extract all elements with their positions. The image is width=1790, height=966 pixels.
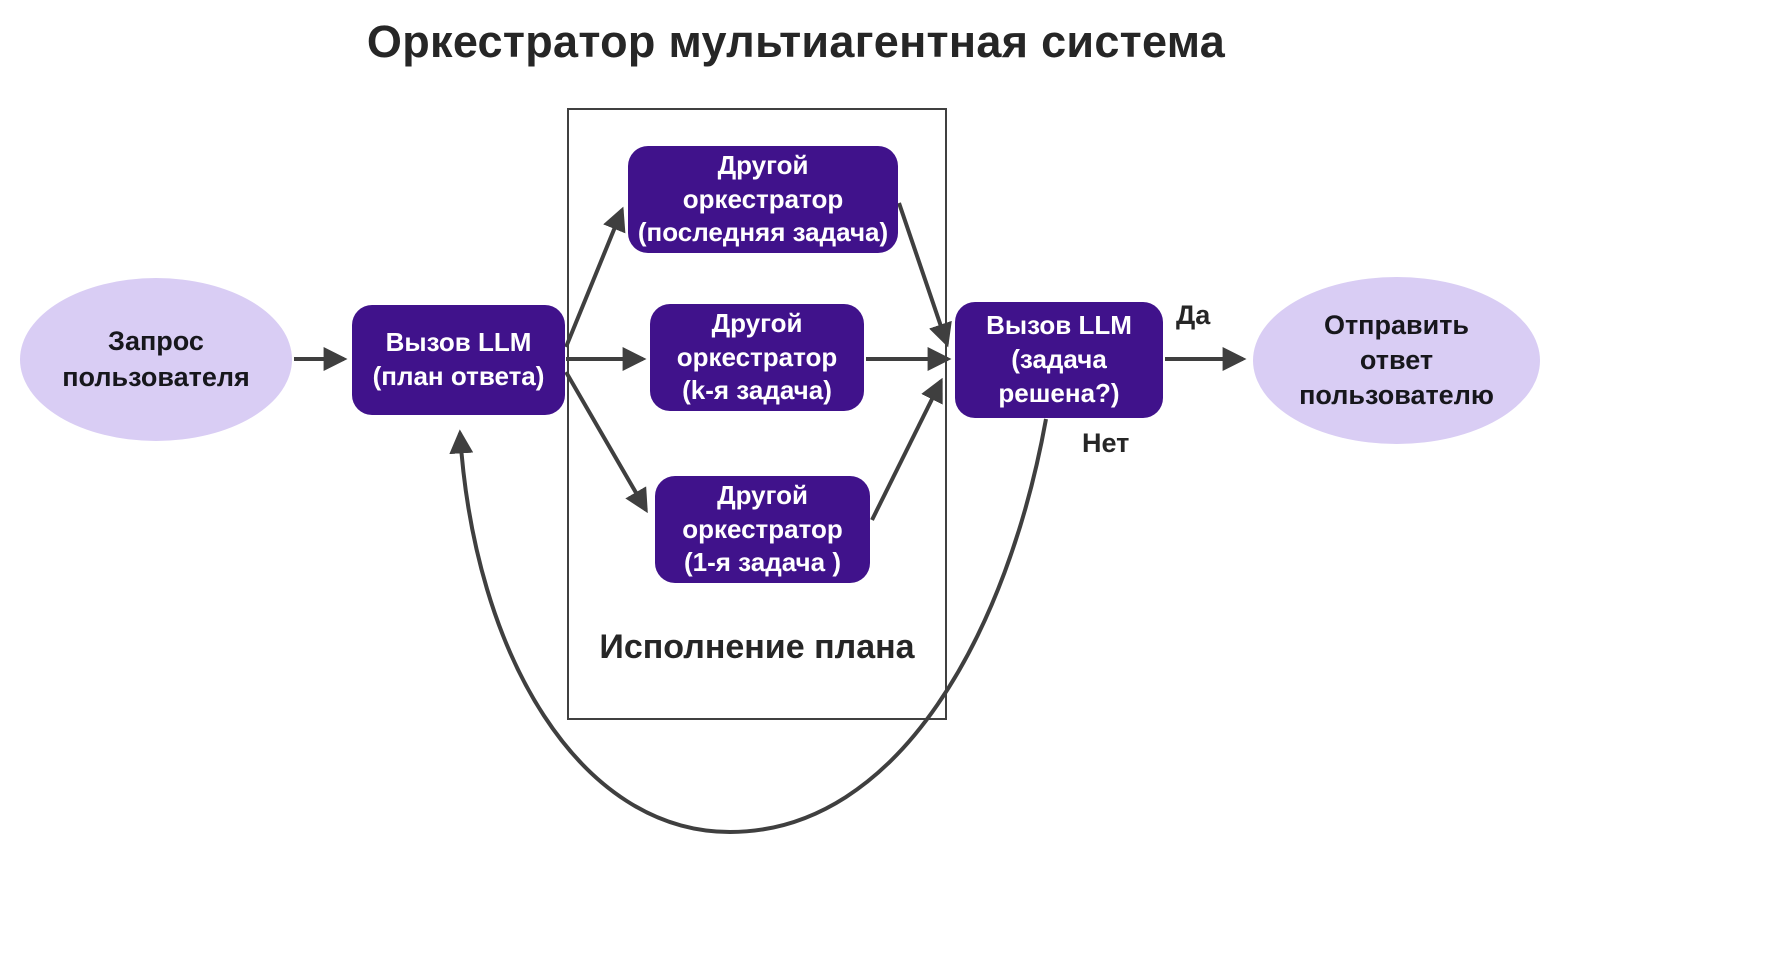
- node-orchestrator-last-task: Другой оркестратор (последняя задача): [628, 146, 898, 253]
- arrow-plan-to-last-task: [564, 206, 626, 348]
- plan-execution-label: Исполнение плана: [599, 628, 915, 666]
- node-send-response: Отправить ответ пользователю: [1253, 277, 1540, 444]
- arrow-first-task-to-check: [870, 377, 943, 521]
- arrow-plan-to-first-task: [564, 370, 648, 514]
- node-llm-check: Вызов LLM (задача решена?): [955, 302, 1163, 418]
- edge-label-yes: Да: [1176, 300, 1211, 330]
- node-orchestrator-first-task: Другой оркестратор (1-я задача ): [655, 476, 870, 583]
- plan-execution-container: [567, 108, 947, 720]
- arrow-no-loop-back-to-plan: [449, 418, 1048, 835]
- edge-label-no: Нет: [1082, 428, 1130, 458]
- node-llm-plan: Вызов LLM (план ответа): [352, 305, 565, 415]
- node-orchestrator-k-task: Другой оркестратор (k-я задача): [650, 304, 864, 411]
- node-user-request: Запрос пользователя: [20, 278, 292, 441]
- diagram-title: Оркестратор мультиагентная система: [366, 16, 1226, 67]
- arrow-last-task-to-check: [897, 202, 952, 348]
